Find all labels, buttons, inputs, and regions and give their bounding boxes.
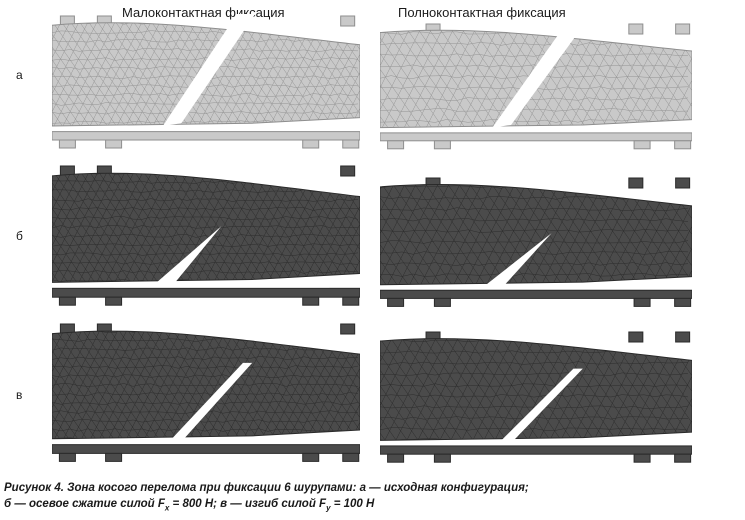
- screw-nut: [633, 297, 651, 307]
- fixation-plate: [52, 287, 360, 298]
- screw-nut: [342, 296, 360, 306]
- fem-mesh-svg: [52, 323, 360, 462]
- caption-part-b: = 800 Н; в — изгиб силой F: [169, 498, 327, 510]
- fem-panel-full-contact-bending: [380, 330, 692, 468]
- fracture-gap: [156, 226, 222, 283]
- screw-nut: [674, 140, 692, 150]
- screw-nut: [433, 297, 451, 307]
- screw-head: [675, 331, 691, 343]
- fixation-plate: [380, 132, 692, 142]
- screw-nut: [58, 139, 76, 149]
- row-label-a: а: [16, 68, 23, 82]
- screw-nut: [387, 453, 405, 463]
- row-label-v: в: [16, 388, 23, 402]
- screw-nut: [674, 297, 692, 307]
- fem-mesh-svg: [380, 331, 692, 463]
- figure-caption: Рисунок 4. Зона косого перелома при фикс…: [4, 480, 740, 516]
- fem-mesh-svg: [52, 165, 360, 306]
- fracture-gap: [492, 22, 586, 128]
- screw-head: [675, 177, 691, 189]
- screw-nut: [433, 453, 451, 463]
- screw-nut: [302, 139, 320, 149]
- screw-head: [340, 323, 356, 335]
- screw-head: [340, 165, 356, 177]
- screw-nut: [387, 140, 405, 150]
- fem-mesh-svg: [380, 22, 692, 150]
- fem-panel-low-contact-initial: [52, 14, 360, 154]
- screw-nut: [342, 139, 360, 149]
- caption-part-c: = 100 Н: [330, 498, 375, 510]
- fem-panel-low-contact-compression: [52, 164, 360, 312]
- screw-nut: [302, 296, 320, 306]
- screw-nut: [58, 452, 76, 462]
- plate-bone-gap: [113, 126, 330, 131]
- fracture-gap: [162, 14, 256, 126]
- fixation-plate: [52, 444, 360, 454]
- fem-mesh-svg: [380, 177, 692, 307]
- fracture-gap: [169, 362, 253, 442]
- fixation-plate: [52, 131, 360, 141]
- caption-line-2: б — осевое сжатие силой Fx = 800 Н; в — …: [4, 496, 740, 516]
- screw-nut: [387, 297, 405, 307]
- screw-nut: [105, 452, 123, 462]
- screw-nut: [633, 140, 651, 150]
- bone-body: [52, 330, 360, 440]
- screw-nut: [302, 452, 320, 462]
- fixation-plate: [380, 445, 692, 455]
- screw-nut: [105, 139, 123, 149]
- screw-head: [628, 177, 644, 189]
- screw-head: [340, 15, 356, 27]
- screw-nut: [633, 453, 651, 463]
- fracture-gap: [498, 368, 583, 444]
- fem-mesh-svg: [52, 14, 360, 149]
- screw-head: [628, 331, 644, 343]
- screw-nut: [674, 453, 692, 463]
- screw-head: [628, 23, 644, 35]
- screw-nut: [58, 296, 76, 306]
- screw-nut: [105, 296, 123, 306]
- screw-nut: [342, 452, 360, 462]
- screw-head: [675, 23, 691, 35]
- fem-panel-full-contact-initial: [380, 22, 692, 154]
- plate-bone-gap: [113, 282, 330, 288]
- caption-sub-x: x: [164, 503, 170, 513]
- screw-nut: [433, 140, 451, 150]
- row-label-b: б: [16, 229, 23, 243]
- caption-sub-y: y: [326, 503, 331, 513]
- plate-bone-gap: [113, 438, 330, 444]
- column-title-full-contact: Полноконтактная фиксация: [398, 5, 566, 20]
- fem-panel-low-contact-bending: [52, 322, 360, 468]
- fem-panel-full-contact-compression: [380, 176, 692, 312]
- caption-line-1: Рисунок 4. Зона косого перелома при фикс…: [4, 482, 529, 494]
- fixation-plate: [380, 289, 692, 299]
- caption-part-a: б — осевое сжатие силой F: [4, 498, 165, 510]
